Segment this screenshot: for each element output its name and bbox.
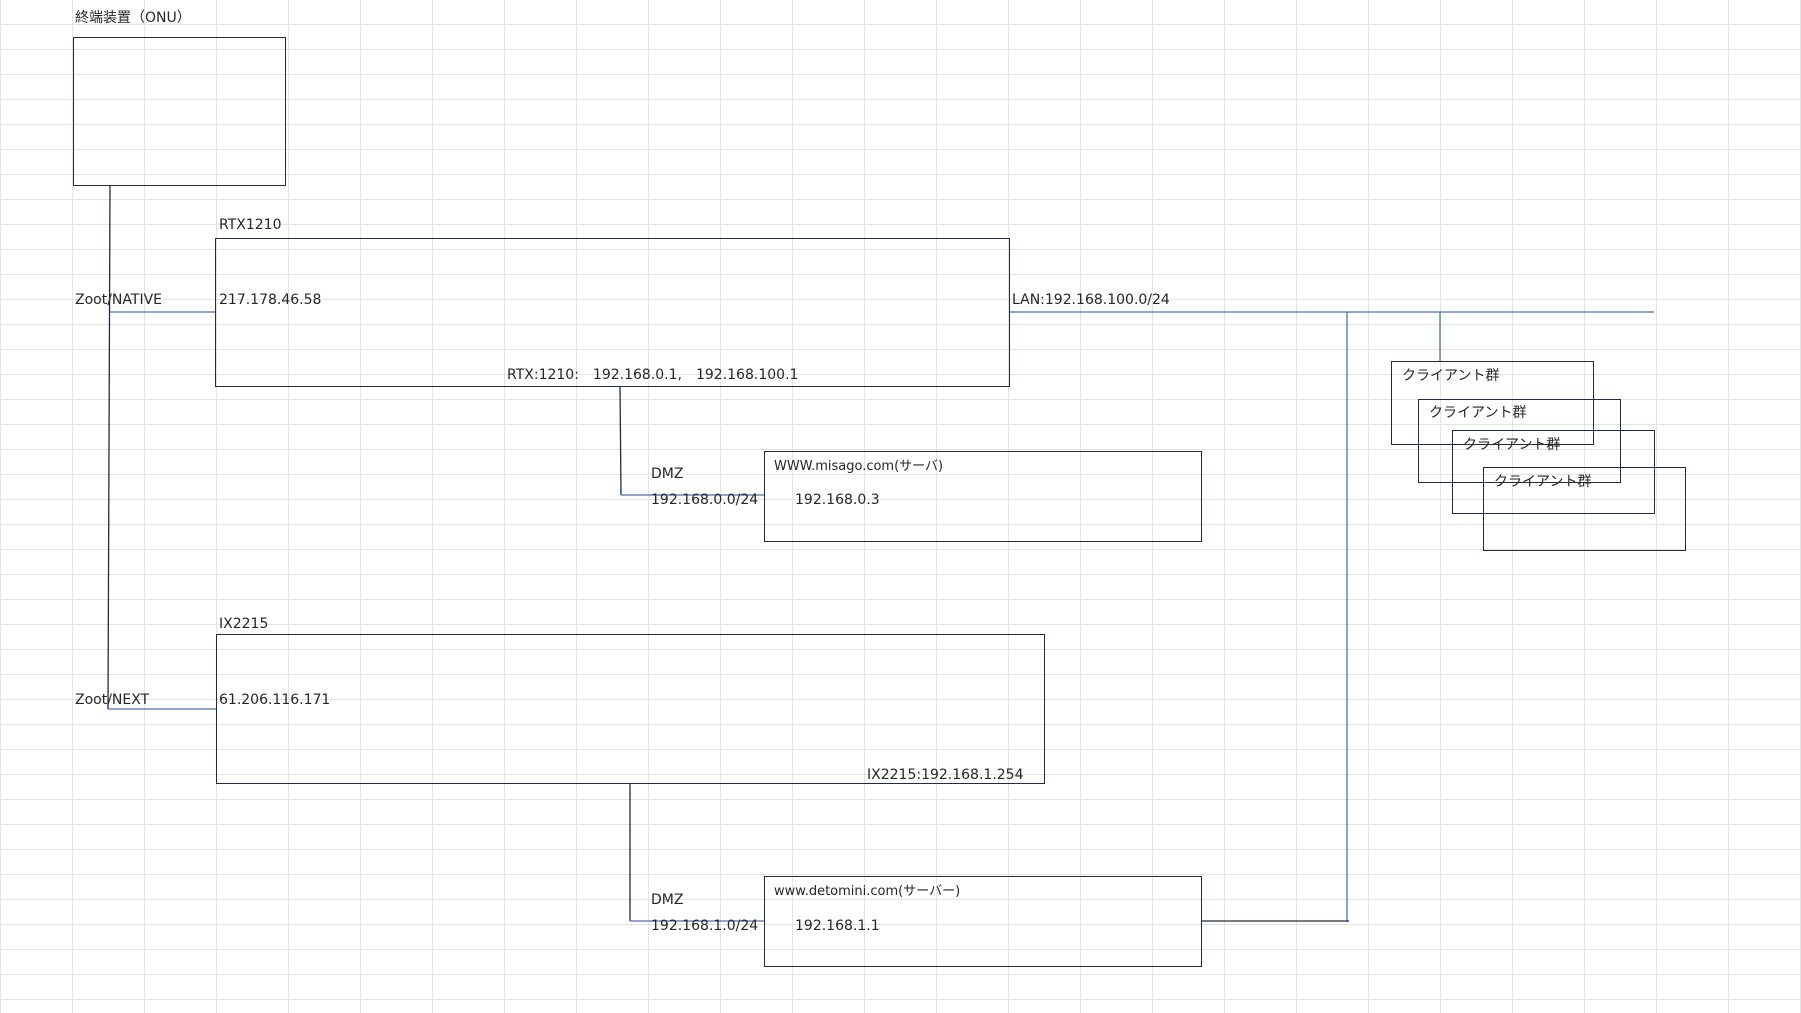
- server2-ip: 192.168.1.1: [795, 918, 880, 934]
- client-group-label: クライアント群: [1429, 405, 1527, 421]
- client-group-box: [1452, 430, 1655, 514]
- ix-router-box: [216, 634, 1045, 784]
- onu-box: [73, 37, 286, 186]
- client-group-label: クライアント群: [1494, 474, 1592, 490]
- dmz2-subnet: 192.168.1.0/24: [651, 918, 759, 934]
- rtx-title: RTX1210: [219, 217, 282, 233]
- ix-wan-ip: 61.206.116.171: [219, 692, 331, 708]
- client-group-box: [1391, 361, 1594, 445]
- dmz1-label: DMZ: [651, 466, 684, 482]
- client-group-box: [1483, 467, 1686, 551]
- client-group-box: [1418, 399, 1621, 483]
- onu-title: 終端装置（ONU）: [75, 10, 191, 26]
- ix-inner-address: IX2215:192.168.1.254: [867, 767, 1024, 783]
- onu-trunk-line: [107, 184, 111, 710]
- server2-box: [764, 876, 1202, 967]
- client-group-label: クライアント群: [1463, 437, 1561, 453]
- rtx-uplink-label: Zoot/NATIVE: [75, 292, 162, 308]
- server1-ip: 192.168.0.3: [795, 492, 880, 508]
- rtx-wan-ip: 217.178.46.58: [219, 292, 322, 308]
- client-group-label: クライアント群: [1402, 368, 1500, 384]
- ix-uplink-label: Zoot/NEXT: [75, 692, 150, 708]
- dmz1-subnet: 192.168.0.0/24: [651, 492, 759, 508]
- rtx-dmz-drop: [619, 385, 622, 496]
- rtx-inner-addresses: RTX:1210: 192.168.0.1, 192.168.100.1: [507, 367, 799, 383]
- server1-name: WWW.misago.com(サーバ): [774, 459, 944, 474]
- server1-box: [764, 451, 1202, 542]
- dmz2-label: DMZ: [651, 892, 684, 908]
- server2-name: www.detomini.com(サーバー): [774, 884, 961, 899]
- rtx-router-box: [215, 238, 1010, 387]
- ix-title: IX2215: [219, 616, 269, 632]
- rtx-lan-label: LAN:192.168.100.0/24: [1012, 292, 1170, 308]
